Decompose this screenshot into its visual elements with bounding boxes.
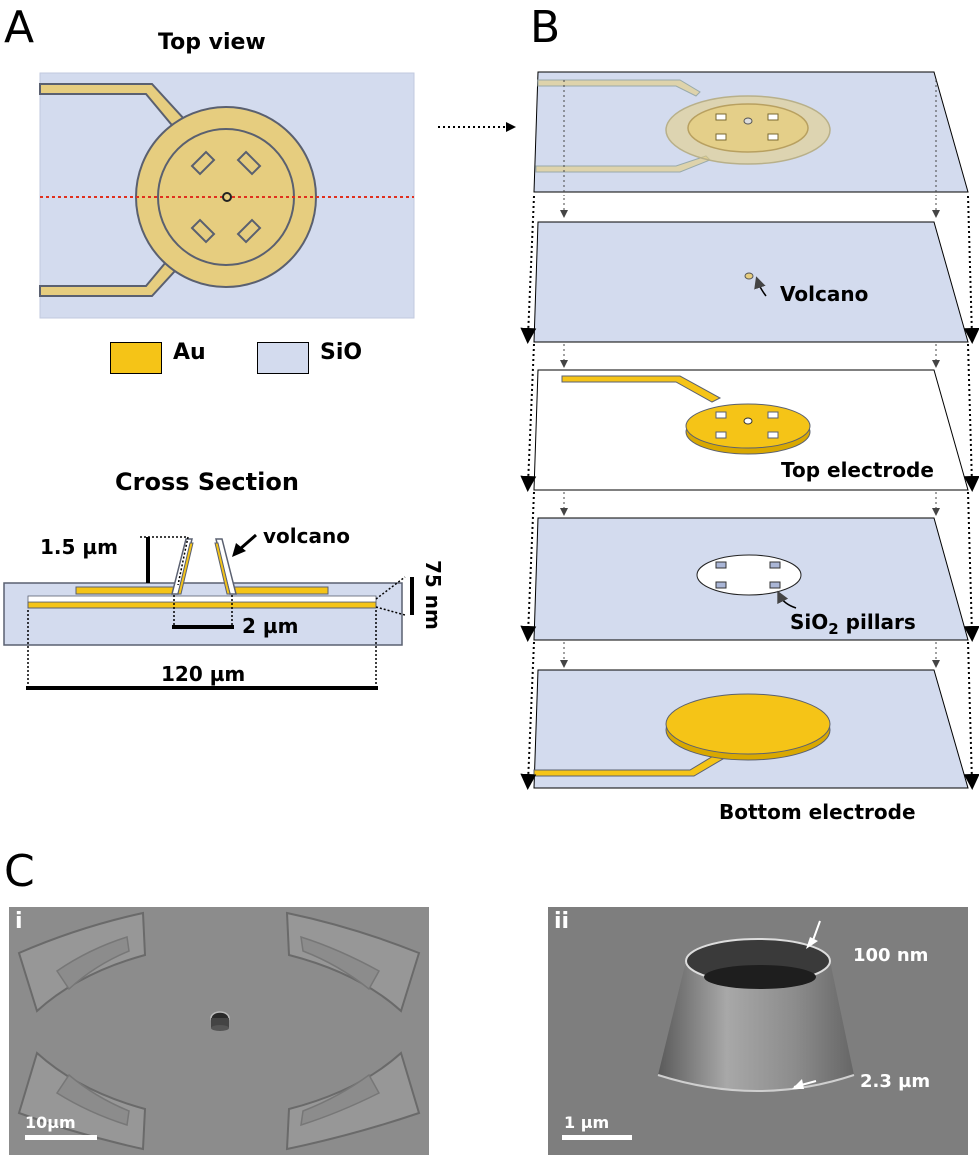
layer-volcano-label: Volcano [780,282,869,306]
cross-section-volcano-left-gold [177,542,194,595]
sem-i-scale-label: 10µm [25,1113,76,1132]
top-view-volcano [222,192,232,202]
layer-volcano [533,221,969,343]
cross-section-width-label: 120 µm [161,662,246,686]
panel-letter-a: A [4,2,35,53]
cross-section-volcano-right-gold [214,542,231,595]
layer-pillars-subscript: 2 [828,620,839,638]
sem-ii-scalebar [562,1135,632,1140]
sem-ii-diameter-label: 2.3 µm [860,1071,931,1092]
legend-sio-swatch [257,342,309,374]
sem-ii-scale-label: 1 µm [564,1113,610,1132]
top-view-title: Top view [158,30,266,55]
top-view-slot [190,150,216,176]
sem-image-ii: ii 100 nm 2.3 µm 1 µm [548,907,968,1155]
sem-ii-wall-label: 100 nm [853,945,929,966]
sem-i-label: i [15,909,23,934]
top-view-slot [236,150,262,176]
sem-i-scalebar [25,1135,97,1140]
panel-letter-b: B [530,2,561,53]
sem-ii-label: ii [554,909,570,934]
cross-section-height-label: 1.5 µm [40,535,118,559]
sem-image-ii-render [548,907,968,1155]
cross-section-volcano-left [171,538,193,595]
exploded-view-diagram [520,71,979,790]
legend-sio-label: SiO [320,340,363,365]
panel-letter-c: C [4,846,35,897]
cross-section-gap-label: 2 µm [242,614,299,638]
sem-image-i: i 10µm [9,907,429,1155]
legend-au-swatch [110,342,162,374]
sem-image-i-render [9,907,429,1155]
cross-section-title: Cross Section [115,468,299,496]
layer-pillars-prefix: SiO [790,610,829,634]
legend-au-label: Au [173,340,206,365]
top-view-slot [236,218,262,244]
top-view-diagram [39,72,415,319]
layer-pillars-suffix: pillars [838,610,916,634]
sem-ii-volcano-body [658,961,854,1091]
layer-top-electrode-label: Top electrode [781,458,934,482]
cross-section-diagram [3,533,414,690]
layer-bottom-electrode-label: Bottom electrode [719,800,916,824]
top-view-slot [190,218,216,244]
layer-pillars-label: SiO2 pillars [790,610,916,638]
cross-section-substrate [3,582,403,646]
cross-section-volcano-label: volcano [263,524,350,548]
a-to-b-arrow [438,122,516,132]
